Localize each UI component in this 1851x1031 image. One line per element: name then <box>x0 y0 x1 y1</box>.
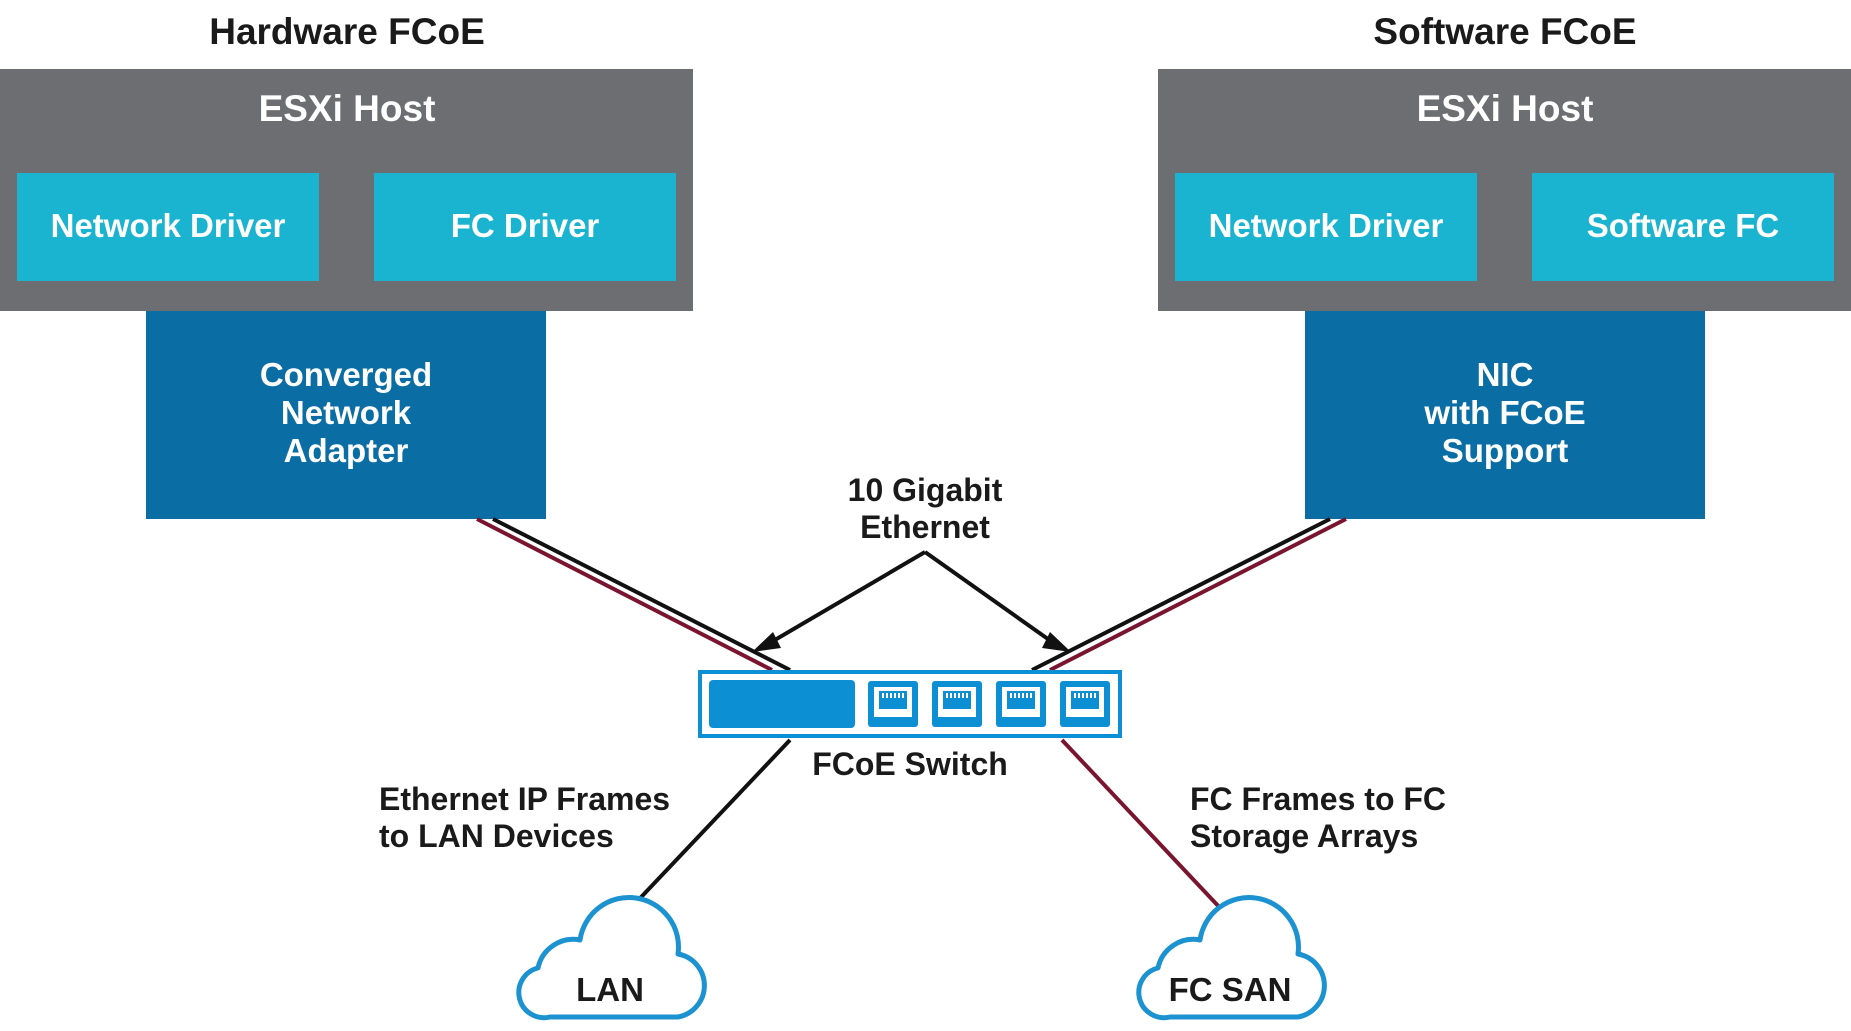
adapter-line-1: Converged <box>260 356 432 393</box>
fc-san-downlink <box>1060 738 1224 912</box>
switch-port-icon <box>996 681 1046 727</box>
hardware-fc-driver-box <box>374 173 676 281</box>
hardware-network-driver-label: Network Driver <box>51 207 286 244</box>
right-uplink-cable <box>1031 517 1347 672</box>
left-uplink-cable <box>476 517 791 672</box>
right-arrowhead <box>1042 632 1071 652</box>
fc-label-line-1: FC Frames to FC <box>1190 781 1446 817</box>
link-arrows <box>752 550 1071 652</box>
nic-line-3: Support <box>1442 432 1568 469</box>
hardware-fcoe-title: Hardware FCoE <box>209 11 485 52</box>
software-network-driver-box <box>1175 173 1477 281</box>
converged-network-adapter-box <box>146 311 546 519</box>
fc-san-cloud-label: FC SAN <box>1169 971 1292 1008</box>
lan-cloud-label: LAN <box>576 971 644 1008</box>
lan-label-line-2: to LAN Devices <box>379 818 614 854</box>
software-fc-label: Software FC <box>1587 207 1780 244</box>
lan-cloud-icon <box>516 895 707 1021</box>
software-esxi-host-title: ESXi Host <box>1417 88 1594 129</box>
switch-port-icon <box>932 681 982 727</box>
left-arrowhead <box>752 632 781 652</box>
hardware-network-driver-box <box>17 173 319 281</box>
adapter-line-2: Network <box>281 394 412 431</box>
nic-fcoe-box <box>1305 311 1705 519</box>
switch-port-icon <box>868 681 918 727</box>
software-fcoe-title: Software FCoE <box>1373 11 1636 52</box>
lan-downlink <box>625 738 792 914</box>
software-network-driver-label: Network Driver <box>1209 207 1444 244</box>
hardware-esxi-host-title: ESXi Host <box>259 88 436 129</box>
link-label-line-1: 10 Gigabit <box>848 472 1003 508</box>
lan-label-line-1: Ethernet IP Frames <box>379 781 670 817</box>
fcoe-switch <box>698 670 1122 738</box>
adapter-line-3: Adapter <box>284 432 409 469</box>
switch-port-icon <box>1060 681 1110 727</box>
software-fc-box <box>1532 173 1834 281</box>
fcoe-switch-label: FCoE Switch <box>812 746 1008 782</box>
fc-label-line-2: Storage Arrays <box>1190 818 1418 854</box>
link-label-line-2: Ethernet <box>860 509 990 545</box>
hardware-fc-driver-label: FC Driver <box>451 207 600 244</box>
nic-line-2: with FCoE <box>1423 394 1585 431</box>
switch-panel <box>709 680 855 728</box>
nic-line-1: NIC <box>1477 356 1534 393</box>
fc-san-cloud-icon <box>1136 895 1327 1021</box>
